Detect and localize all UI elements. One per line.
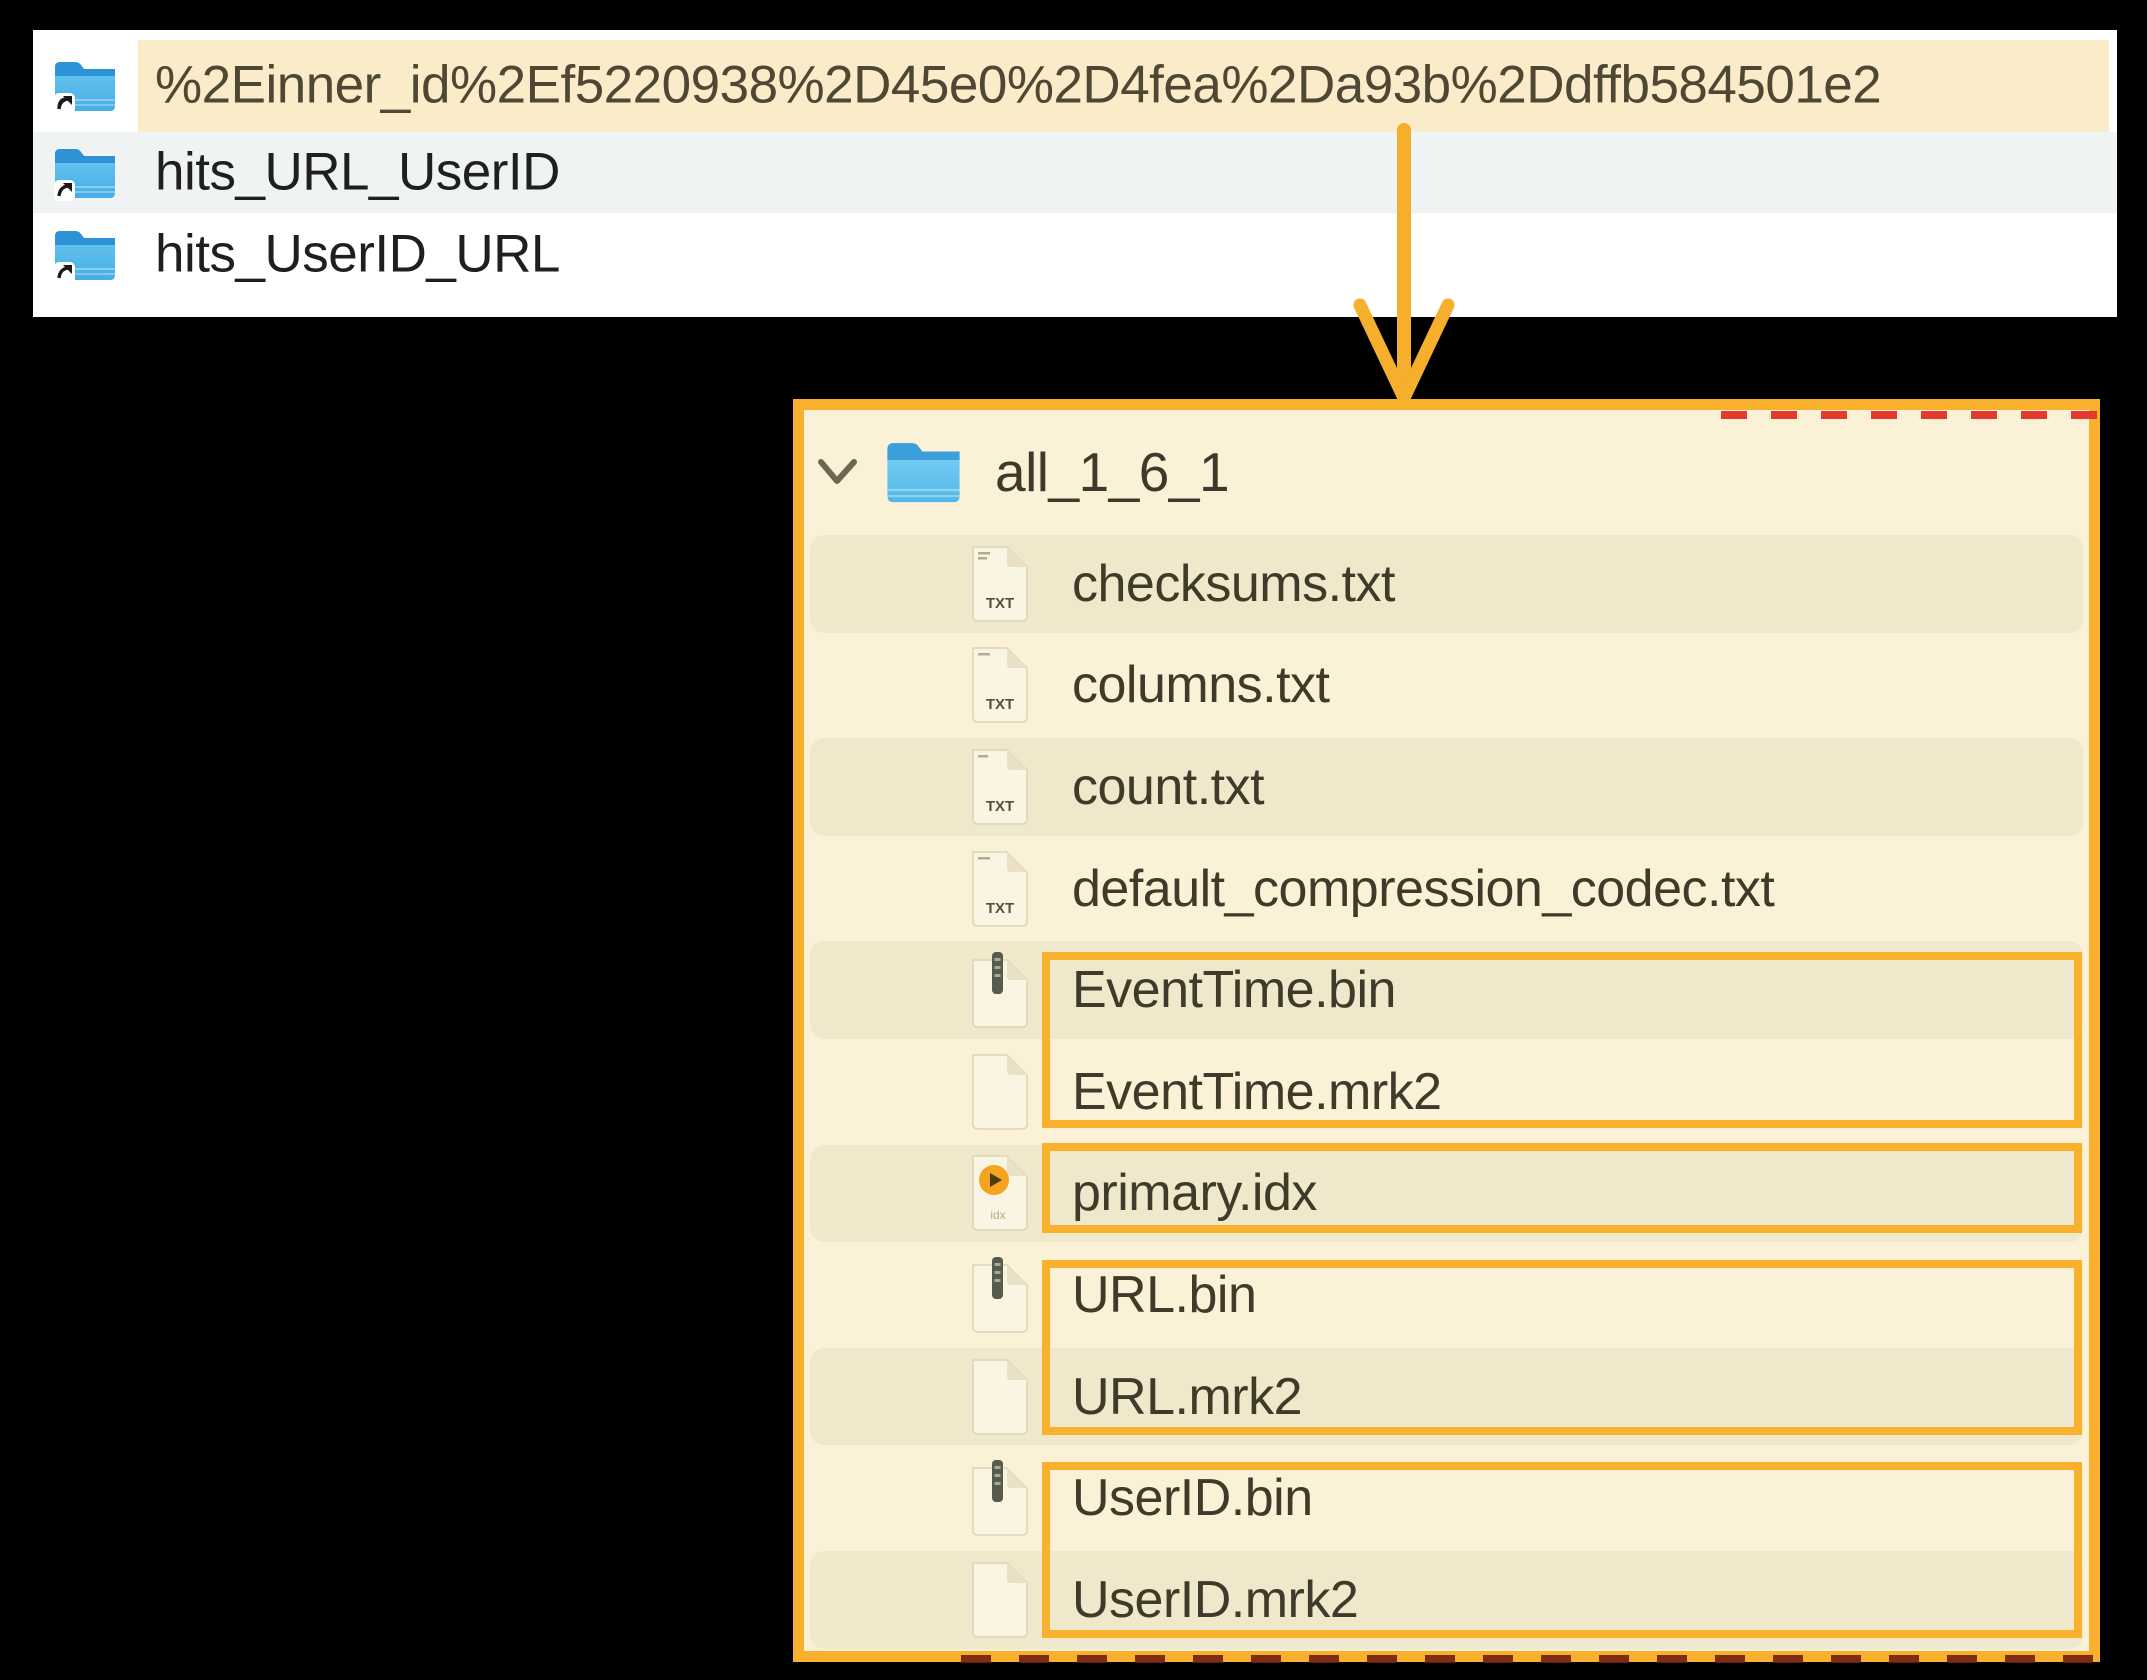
annotation-box-eventtime xyxy=(1042,952,2082,1128)
folder-name: %2Einner_id%2Ef5220938%2D45e0%2D4fea%2Da… xyxy=(155,55,1882,115)
file-name: URL.mrk2 xyxy=(1072,1367,1303,1426)
folder-name: hits_URL_UserID xyxy=(155,141,560,201)
row-highlight xyxy=(138,40,2109,132)
file-name: EventTime.mrk2 xyxy=(1072,1062,1442,1121)
file-name: primary.idx xyxy=(1072,1164,1317,1223)
folder-name: hits_UserID_URL xyxy=(155,223,560,283)
tree-row[interactable]: TXT default_compression_codec.txt xyxy=(804,838,2089,940)
finder-row-hits-userid-url[interactable]: hits_UserID_URL xyxy=(33,213,2117,296)
annotation-box-userid xyxy=(1042,1462,2082,1638)
file-name: EventTime.bin xyxy=(1072,961,1396,1020)
finder-row-part-folder[interactable]: %2Einner_id%2Ef5220938%2D45e0%2D4fea%2Da… xyxy=(33,40,2117,132)
file-name: UserID.mrk2 xyxy=(1072,1570,1359,1629)
file-name: URL.bin xyxy=(1072,1265,1257,1324)
alias-folder-icon xyxy=(54,230,115,283)
bin-file-icon xyxy=(972,1256,1028,1333)
alias-arrow-badge xyxy=(54,261,75,283)
file-name: columns.txt xyxy=(1072,656,1330,715)
alias-arrow-badge xyxy=(54,179,75,201)
tree-row[interactable]: EventTime.mrk2 xyxy=(804,1041,2089,1143)
annotation-box-primary-idx xyxy=(1042,1143,2082,1233)
txt-file-icon: TXT xyxy=(972,546,1028,622)
tree-row-root-folder[interactable]: all_1_6_1 xyxy=(804,410,2089,533)
alias-folder-icon xyxy=(54,148,115,201)
tree-row[interactable]: EventTime.bin xyxy=(804,939,2089,1041)
mrk2-file-icon xyxy=(972,1358,1028,1435)
finder-folder-list-panel: %2Einner_id%2Ef5220938%2D45e0%2D4fea%2Da… xyxy=(33,30,2117,317)
bin-file-icon xyxy=(972,952,1028,1028)
finder-row-hits-url-userid[interactable]: hits_URL_UserID xyxy=(33,132,2117,213)
tree-row[interactable]: TXT count.txt xyxy=(804,736,2089,838)
chevron-down-icon[interactable] xyxy=(815,455,860,489)
txt-file-icon: TXT xyxy=(972,749,1028,825)
tree-row[interactable]: TXT checksums.txt xyxy=(804,533,2089,635)
alias-folder-icon xyxy=(54,62,115,114)
file-name: checksums.txt xyxy=(1072,554,1395,613)
txt-file-icon: TXT xyxy=(972,850,1028,927)
tree-row[interactable]: TXT columns.txt xyxy=(804,635,2089,737)
tree-row[interactable]: URL.bin xyxy=(804,1244,2089,1346)
annotation-red-dash-bottom xyxy=(961,1655,2094,1663)
svg-text:TXT: TXT xyxy=(986,798,1014,815)
folder-icon xyxy=(887,442,960,502)
file-name: default_compression_codec.txt xyxy=(1072,859,1775,918)
alias-arrow-badge xyxy=(54,93,75,114)
tree-row[interactable]: UserID.bin xyxy=(804,1447,2089,1549)
annotation-box-url xyxy=(1042,1260,2082,1435)
svg-text:TXT: TXT xyxy=(986,696,1014,713)
txt-file-icon: TXT xyxy=(972,647,1028,724)
idx-file-icon: idx xyxy=(972,1155,1028,1232)
annotation-arrow xyxy=(1353,123,1455,405)
svg-text:TXT: TXT xyxy=(986,900,1014,917)
file-tree: all_1_6_1 TXT checksums.txt xyxy=(804,410,2099,1663)
annotation-red-dash-top xyxy=(1721,411,2099,419)
file-name: count.txt xyxy=(1072,757,1265,816)
mrk2-file-icon xyxy=(972,1054,1028,1130)
file-name: UserID.bin xyxy=(1072,1469,1313,1528)
root-folder-name: all_1_6_1 xyxy=(995,440,1230,503)
svg-text:idx: idx xyxy=(990,1208,1005,1222)
bin-file-icon xyxy=(972,1460,1028,1536)
svg-text:TXT: TXT xyxy=(986,595,1014,612)
part-contents-panel: all_1_6_1 TXT checksums.txt xyxy=(793,399,2100,1663)
mrk2-file-icon xyxy=(972,1561,1028,1638)
